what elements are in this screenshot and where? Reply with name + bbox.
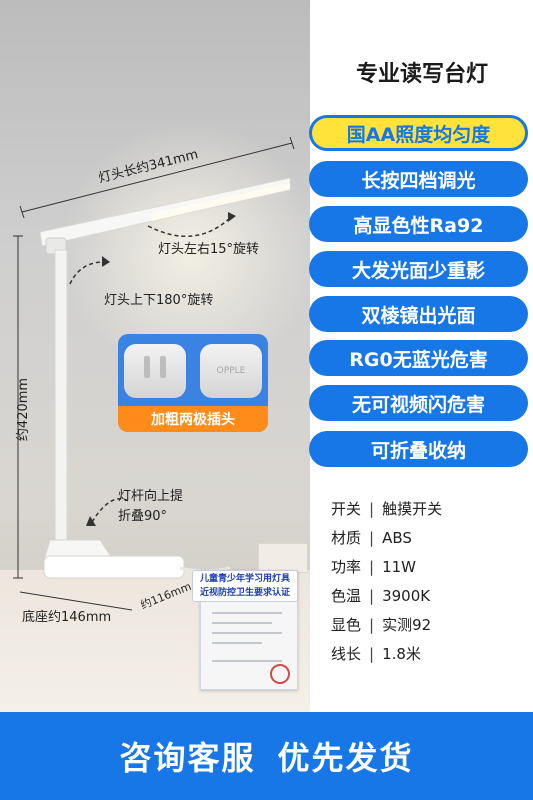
spec-key: 开关	[331, 500, 362, 518]
spec-separator: |	[369, 615, 375, 634]
product-title: 专业读写台灯	[355, 62, 488, 87]
spec-key: 线长	[331, 645, 362, 663]
certificate-text-line	[212, 642, 262, 644]
head-rotate-lr-label: 灯头左右15°旋转	[158, 242, 260, 257]
base-width-label: 底座约146mm	[22, 610, 112, 625]
certificate-line-1: 儿童青少年学习用灯具	[199, 574, 290, 584]
pole-fold-label-2: 折叠90°	[118, 509, 168, 524]
spec-key: 功率	[331, 558, 362, 576]
spec-value: 实测92	[382, 616, 432, 634]
feature-pill: 国AA照度均匀度	[309, 115, 528, 151]
plug-label: 加粗两极插头	[118, 406, 268, 432]
spec-value: 触摸开关	[382, 500, 443, 518]
head-rotate-ud-label: 灯头上下180°旋转	[104, 293, 214, 308]
spec-key: 材质	[331, 529, 362, 547]
spec-key: 色温	[331, 587, 362, 605]
spec-separator: |	[369, 499, 375, 518]
certificate-line-2: 近视防控卫生要求认证	[199, 588, 290, 598]
feature-pill: 可折叠收纳	[309, 431, 528, 467]
certificate-text-line	[212, 612, 282, 614]
plug-brand-mark: OPPLE	[216, 366, 246, 376]
spec-separator: |	[369, 644, 375, 663]
feature-pill: 大发光面少重影	[309, 251, 528, 287]
spec-separator: |	[369, 528, 375, 547]
spec-key: 显色	[331, 616, 362, 634]
certificate-text-line	[212, 622, 272, 624]
spec-separator: |	[369, 586, 375, 605]
spec-value: 1.8米	[382, 645, 421, 663]
spec-row: 开关 | 触摸开关	[331, 494, 442, 523]
certificate-text-line	[212, 632, 282, 634]
feature-pill: 高显色性Ra92	[309, 206, 528, 242]
spec-separator: |	[369, 557, 375, 576]
footer-shipping-text: 优先发货	[277, 739, 414, 777]
spec-row: 显色 | 实测92	[331, 610, 442, 639]
height-label: 约420mm	[16, 377, 32, 442]
spec-value: 3900K	[382, 586, 431, 605]
plug-left	[124, 344, 186, 398]
spec-value: 11W	[382, 557, 416, 576]
spec-table: 开关 | 触摸开关 材质 | ABS 功率 | 11W 色温 | 3900K 显…	[331, 494, 442, 668]
plug-prongs-icon	[144, 356, 166, 378]
spec-row: 色温 | 3900K	[331, 581, 442, 610]
lamp-illustration	[13, 136, 295, 611]
spec-value: ABS	[382, 528, 412, 547]
plug-right: OPPLE	[200, 344, 262, 398]
spec-row: 功率 | 11W	[331, 552, 442, 581]
spec-row: 线长 | 1.8米	[331, 639, 442, 668]
footer-consult-text[interactable]: 咨询客服	[119, 739, 256, 777]
gift-box	[258, 543, 308, 573]
feature-pill: 无可视频闪危害	[309, 385, 528, 421]
spec-row: 材质 | ABS	[331, 523, 442, 552]
feature-pill: 长按四档调光	[309, 161, 528, 197]
feature-pill: RG0无蓝光危害	[309, 340, 528, 376]
pole-fold-label-1: 灯杆向上提	[118, 489, 184, 504]
certificate-seal-icon	[270, 664, 290, 684]
footer-banner[interactable]: 咨询客服 优先发货	[0, 712, 533, 800]
certificate-header: 儿童青少年学习用灯具 近视防控卫生要求认证	[192, 570, 298, 602]
feature-pill: 双棱镜出光面	[309, 296, 528, 332]
certificate-text-line	[212, 660, 282, 662]
